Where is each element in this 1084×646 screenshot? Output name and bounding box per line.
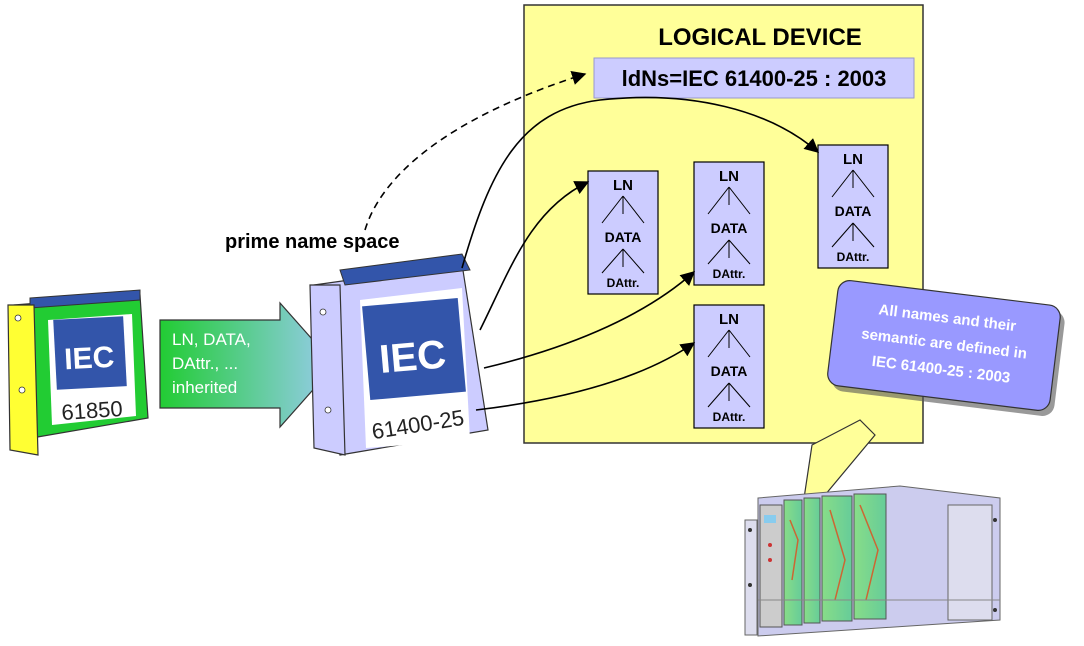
arrow-line: inherited: [172, 378, 237, 397]
book-number: 61850: [61, 396, 124, 425]
inherited-arrow: LN, DATA, DAttr., ... inherited: [159, 301, 336, 429]
connectors: [364, 71, 820, 411]
data-label: DATA: [711, 220, 748, 236]
book-61400-25: IEC 61400-25: [309, 253, 489, 456]
connector-arrow: [483, 271, 696, 369]
dattr-label: DAttr.: [713, 267, 746, 281]
ln-box: LN DATA DAttr.: [817, 144, 889, 269]
callout: All names and their semantic are defined…: [799, 280, 1065, 528]
arrow-line: LN, DATA,: [172, 330, 251, 349]
ln-box: LN DATA DAttr.: [587, 170, 659, 295]
ln-box: LN DATA DAttr.: [693, 304, 765, 429]
dashed-arrow: [364, 71, 587, 231]
connector-arrow: [461, 96, 820, 269]
device-rack: [744, 485, 1001, 637]
ln-label: LN: [719, 168, 739, 185]
connector-arrow: [479, 181, 590, 331]
prime-name-space-label: prime name space: [225, 231, 400, 253]
iec-logo: [362, 297, 466, 401]
book-spine: [7, 304, 39, 456]
ln-label: LN: [843, 151, 863, 168]
data-label: DATA: [835, 203, 872, 219]
iec-logo: [53, 316, 127, 390]
data-label: DATA: [711, 363, 748, 379]
dattr-label: DAttr.: [713, 410, 746, 424]
logical-device-title: LOGICAL DEVICE: [658, 24, 862, 51]
connector-arrow: [475, 342, 696, 411]
dattr-label: DAttr.: [607, 276, 640, 290]
iec-logo-text: IEC: [63, 341, 115, 377]
ln-label: LN: [613, 177, 633, 194]
data-label: DATA: [605, 229, 642, 245]
ln-box: LN DATA DAttr.: [693, 161, 765, 286]
book-spine: [309, 284, 346, 456]
callout-bubble: [827, 280, 1061, 411]
iec-logo-text: IEC: [378, 332, 448, 382]
dattr-label: DAttr.: [837, 250, 870, 264]
book-61850: IEC 61850: [7, 289, 149, 456]
ln-label: LN: [719, 311, 739, 328]
ldns-box: [593, 57, 915, 99]
ldns-label: ldNs=IEC 61400-25 : 2003: [622, 66, 887, 91]
arrow-line: DAttr., ...: [172, 354, 238, 373]
